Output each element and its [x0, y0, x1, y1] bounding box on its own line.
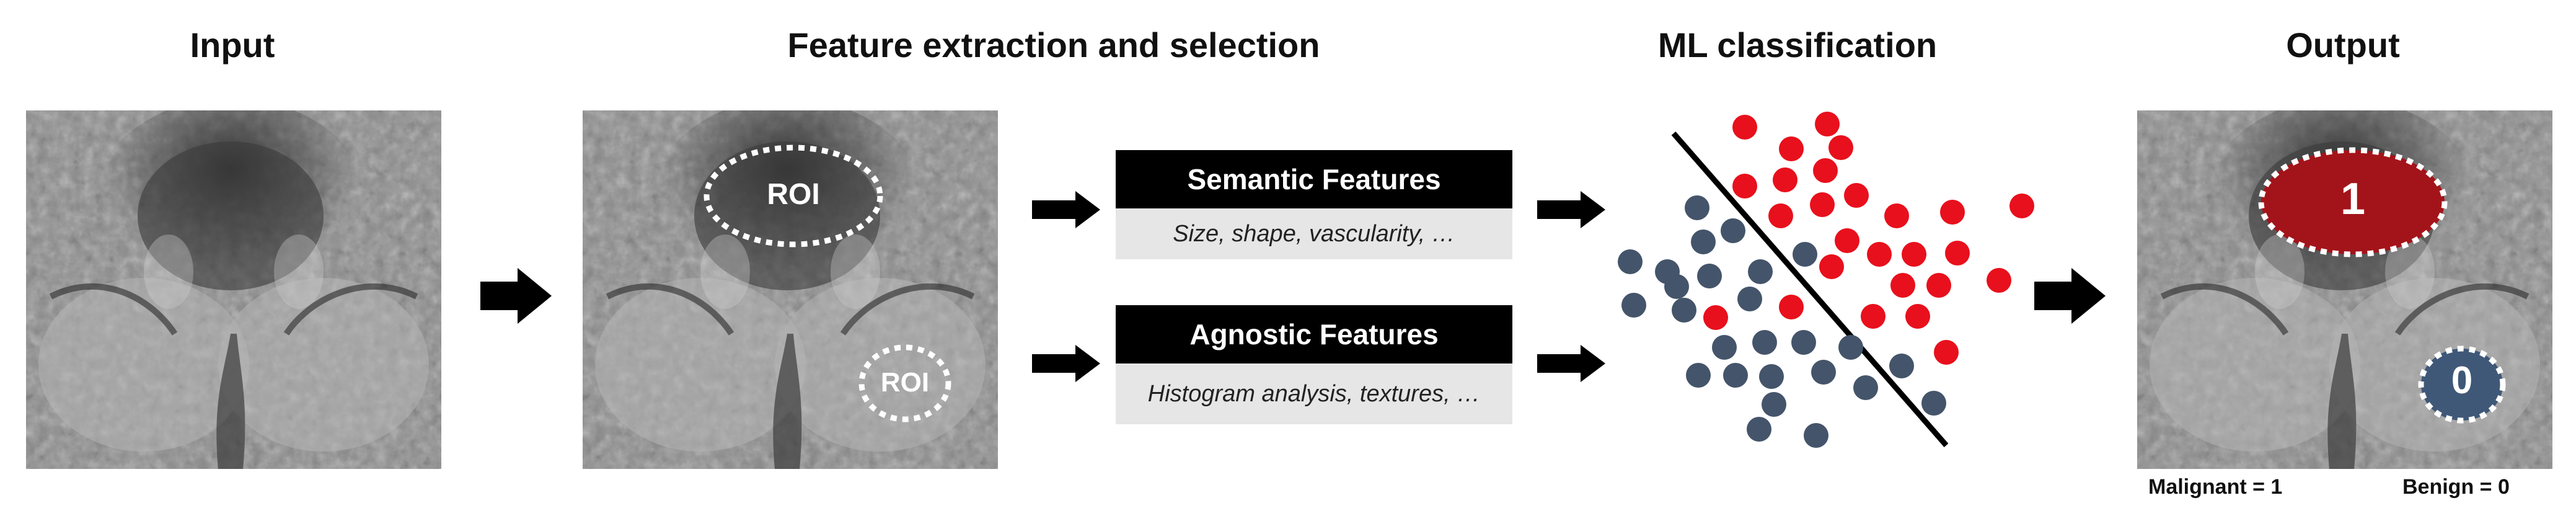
agnostic-features-box: Agnostic Features Histogram analysis, te… [1116, 305, 1512, 424]
malignant-point [1768, 203, 1793, 228]
input-mri-image [26, 110, 441, 469]
benign-point [1804, 423, 1828, 448]
semantic-features-box: Semantic Features Size, shape, vasculari… [1116, 150, 1512, 259]
malignant-point [1732, 174, 1757, 198]
benign-point [1721, 218, 1745, 243]
malignant-value-label: 1 [2340, 174, 2366, 224]
malignant-point [1902, 242, 1926, 267]
stage-title-output: Output [2286, 25, 2400, 65]
benign-point [1686, 363, 1711, 388]
benign-point [1697, 264, 1722, 288]
benign-point [1691, 230, 1716, 254]
malignant-point [1732, 115, 1757, 140]
benign-point [1685, 195, 1709, 220]
feature-box-title: Agnostic Features [1116, 305, 1512, 363]
benign-point [1811, 360, 1836, 385]
malignant-point [1940, 200, 1965, 225]
arrow-right-icon [1032, 191, 1100, 228]
stage-title-input: Input [190, 25, 275, 65]
benign-point [1664, 274, 1689, 299]
malignant-point [1867, 242, 1892, 267]
arrow-right-icon [1032, 345, 1100, 382]
malignant-point [1945, 241, 1970, 265]
feature-box-examples: Histogram analysis, textures, … [1116, 363, 1512, 424]
malignant-point [1890, 273, 1915, 298]
legend-benign: Benign = 0 [2402, 475, 2510, 499]
malignant-point [1779, 295, 1804, 319]
malignant-point [1884, 203, 1909, 228]
benign-point [1748, 259, 1773, 284]
malignant-point [1861, 304, 1886, 329]
benign-point [1838, 335, 1863, 360]
benign-value-label: 0 [2451, 359, 2473, 402]
arrow-right-icon [1537, 345, 1605, 382]
benign-point [1618, 249, 1643, 274]
roi-outline-upper [704, 145, 883, 247]
malignant-point [1934, 340, 1959, 365]
malignant-point [1815, 112, 1840, 136]
malignant-point [1703, 305, 1728, 330]
roi-label-lower: ROI [880, 367, 930, 398]
benign-point [1672, 298, 1696, 323]
benign-point [1621, 293, 1646, 318]
malignant-point [2009, 194, 2034, 218]
feature-box-examples: Size, shape, vascularity, … [1116, 208, 1512, 259]
roi-mri-image [583, 110, 998, 469]
benign-point [1747, 417, 1771, 442]
benign-point [1791, 330, 1816, 355]
benign-point [1723, 363, 1748, 388]
output-mri-image [2137, 110, 2552, 469]
benign-point [1793, 242, 1817, 267]
arrow-right-icon [1537, 191, 1605, 228]
legend-malignant: Malignant = 1 [2148, 475, 2283, 499]
malignant-point [1905, 304, 1930, 329]
benign-point [1921, 391, 1946, 416]
benign-point [1752, 330, 1777, 355]
malignant-point [1819, 254, 1844, 279]
malignant-point [1828, 135, 1853, 160]
malignant-point [1926, 273, 1951, 298]
ml-classification-scatter [1618, 112, 2034, 448]
malignant-point [1835, 228, 1859, 253]
malignant-lesion [2258, 147, 2448, 257]
feature-box-title: Semantic Features [1116, 150, 1512, 208]
malignant-point [1779, 136, 1804, 161]
malignant-point [1844, 183, 1869, 208]
arrow-right-icon [2034, 268, 2106, 324]
malignant-point [1810, 192, 1835, 217]
malignant-point [1987, 268, 2011, 293]
benign-point [1853, 375, 1878, 400]
malignant-point [1813, 158, 1838, 183]
benign-point [1737, 287, 1762, 311]
roi-label-upper: ROI [767, 178, 820, 211]
benign-point [1759, 364, 1784, 389]
benign-point [1712, 335, 1737, 360]
malignant-point [1773, 167, 1797, 192]
decision-boundary [1671, 132, 1949, 447]
benign-point [1762, 392, 1786, 417]
stage-title-feature-extraction: Feature extraction and selection [787, 25, 1320, 65]
benign-lesion [2418, 345, 2506, 424]
roi-outline-lower [858, 344, 951, 422]
benign-point [1889, 354, 1914, 378]
arrow-right-icon [480, 268, 552, 324]
stage-title-ml-classification: ML classification [1657, 25, 1938, 65]
